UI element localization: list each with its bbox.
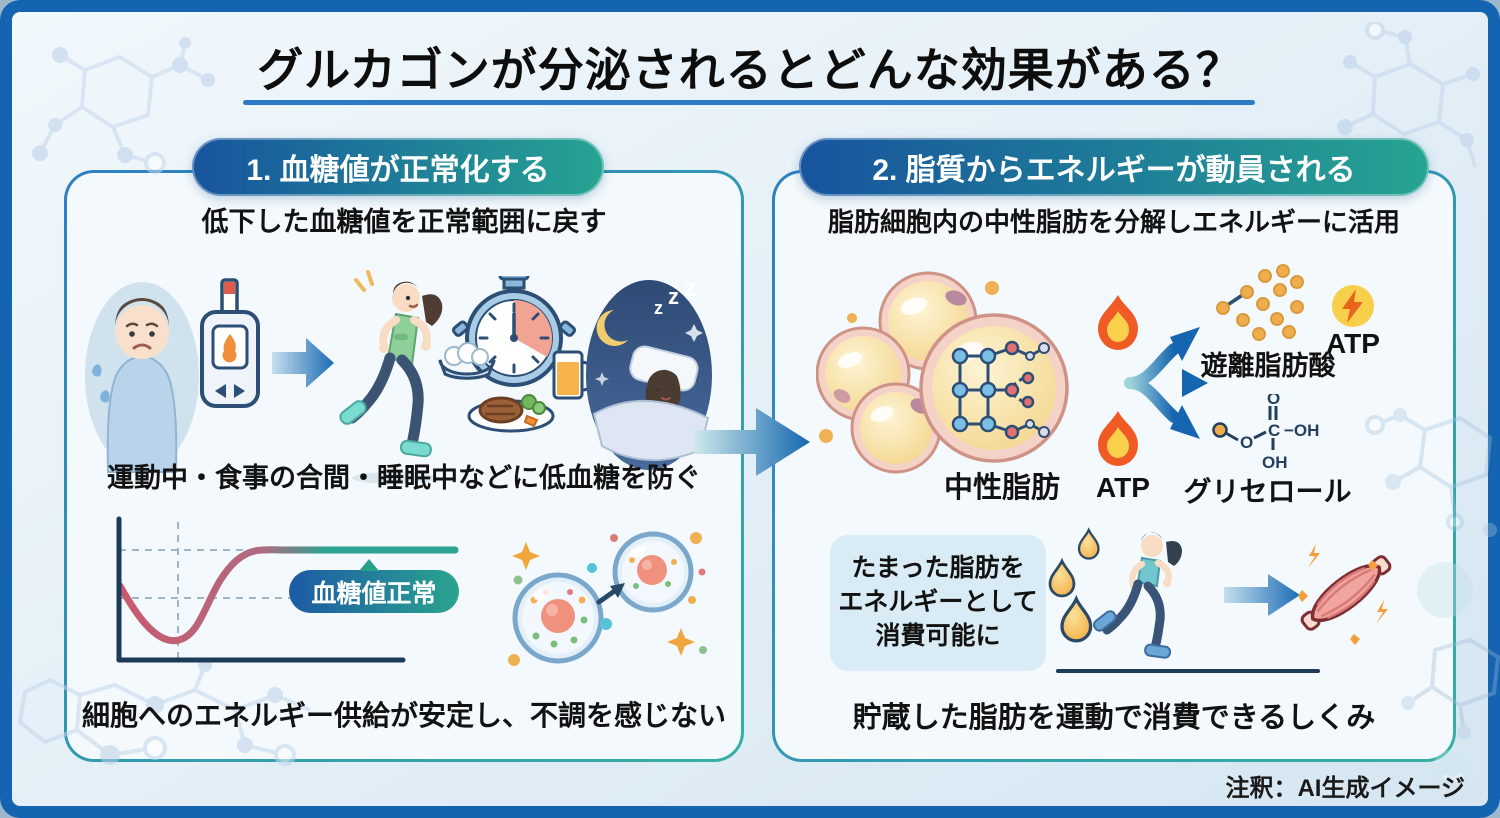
atp-label-bolt: ATP: [1326, 328, 1380, 359]
atp-label-flame: ATP: [1096, 472, 1150, 503]
big-arrow-right-icon: [694, 408, 810, 476]
atp-bolt-icon: [1332, 285, 1374, 327]
glycerol-label: グリセロール: [1183, 476, 1352, 507]
energized-cells-icon: [508, 531, 707, 666]
sleeping-person-icon: z z z: [586, 278, 712, 470]
panel-1-header: 1. 血糖値が正常化する: [192, 138, 604, 196]
fat-droplets-icon: [1048, 527, 1100, 643]
energy-box-line-2: エネルギーとして: [838, 588, 1038, 617]
svg-text:O: O: [1240, 433, 1253, 452]
badge-pointer: [359, 559, 379, 571]
flames-branch-arrows-icon: [1078, 295, 1208, 466]
fatty-acid-dots-icon: [1216, 264, 1304, 341]
panel-2-caption-bottom: 貯蔵した脂肪を運動で消費できるしくみ: [852, 702, 1376, 734]
energy-consumption-box: たまった脂肪を エネルギーとして 消費可能に: [830, 535, 1046, 671]
panel-1-caption-mid: 運動中・食事の合間・睡眠中などに低血糖を防ぐ: [107, 463, 701, 493]
glycerol-structure-icon: O O C −OH OH: [1212, 394, 1319, 472]
fat-cells-icon: [816, 271, 1069, 474]
worried-person-glucose-meter-icon: [85, 278, 260, 473]
panel-2-subtitle: 脂肪細胞内の中性脂肪を分解しエネルギーに活用: [827, 207, 1400, 237]
svg-text:z: z: [684, 278, 697, 302]
arrow-right-icon: [1224, 574, 1300, 616]
svg-text:z: z: [668, 284, 679, 309]
panel-1-caption-bottom: 細胞へのエネルギー供給が安定し、不調を感じない: [81, 700, 726, 731]
svg-text:z: z: [654, 298, 663, 318]
svg-text:OH: OH: [1262, 453, 1288, 472]
svg-text:C: C: [1268, 421, 1280, 440]
page-title: グルカゴンが分泌されるとどんな効果がある？: [257, 44, 1243, 96]
normal-glucose-badge: 血糖値正常: [289, 559, 459, 613]
muscle-icon: [1298, 544, 1392, 645]
stopwatch-meal-icon: [438, 276, 596, 433]
free-fatty-acid-label: 遊離脂肪酸: [1200, 351, 1336, 381]
neutral-fat-label: 中性脂肪: [943, 472, 1060, 504]
runner-icon: [339, 270, 443, 484]
svg-text:−OH: −OH: [1284, 421, 1319, 440]
panel-1-subtitle: 低下した血糖値を正常範囲に戻す: [201, 207, 607, 237]
energy-box-line-1: たまった脂肪を: [851, 554, 1025, 583]
ground-line: [1056, 669, 1320, 673]
normal-glucose-label: 血糖値正常: [311, 579, 437, 608]
glucose-chart: [116, 516, 459, 663]
svg-text:O: O: [1267, 394, 1280, 408]
title-underline: [243, 100, 1255, 105]
panel-2-header: 2. 脂質からエネルギーが動員される: [799, 138, 1429, 196]
footer-note: 注釈：AI生成イメージ: [1225, 775, 1465, 802]
energy-box-line-3: 消費可能に: [875, 621, 1001, 650]
arrow-right-icon: [272, 338, 334, 388]
runner-2-icon: [1093, 532, 1182, 659]
